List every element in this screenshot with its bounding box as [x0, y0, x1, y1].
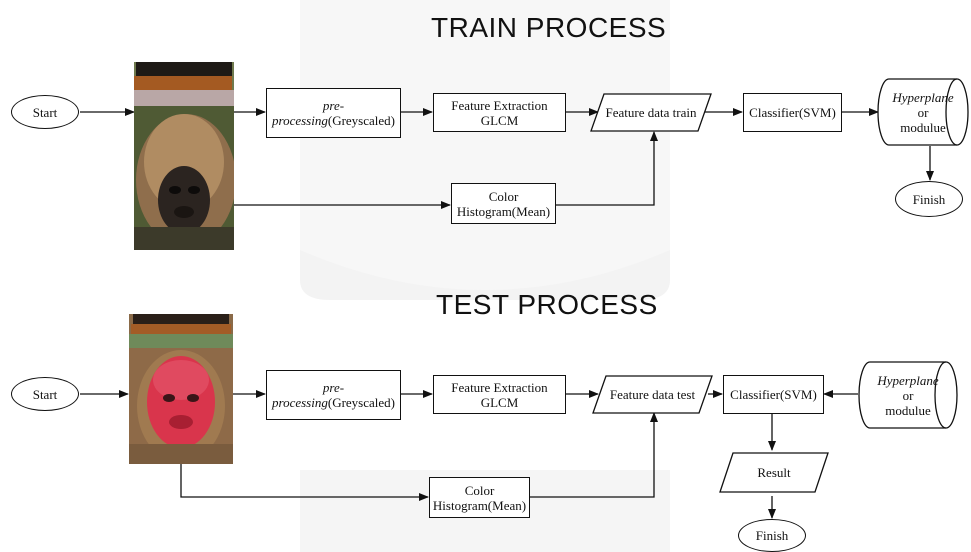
train-classifier-box: Classifier(SVM)	[743, 93, 842, 132]
test-storage-label-3: modulue	[885, 402, 931, 418]
monkey-photo-red	[129, 314, 233, 464]
test-preprocessing-box: pre- processing(Greyscaled)	[266, 370, 401, 420]
train-preprocessing-label-1: pre-	[322, 98, 345, 113]
test-result-parallelogram: Result	[719, 452, 829, 493]
test-color-histogram-box: Color Histogram(Mean)	[429, 477, 530, 518]
train-histogram-label-2: Histogram(Mean)	[456, 203, 551, 219]
test-finish-label: Finish	[755, 528, 789, 543]
test-glcm-label-1: Feature Extraction	[451, 379, 548, 395]
test-preprocessing-label-2: processing(Greyscaled)	[272, 395, 395, 410]
train-arrow-histogram-to-feature	[556, 131, 658, 206]
test-classifier-box: Classifier(SVM)	[723, 375, 824, 414]
train-finish-node: Finish	[895, 181, 963, 217]
test-storage-label-2: or	[902, 387, 914, 403]
train-feature-data-parallelogram: Feature data train	[590, 93, 712, 132]
train-finish-label: Finish	[912, 191, 946, 207]
test-storage-label-1: Hyperplane	[877, 372, 939, 388]
train-feature-data-label: Feature data train	[605, 105, 697, 120]
test-preprocessing-label-1: pre-	[322, 380, 345, 395]
test-feature-data-label: Feature data test	[609, 387, 696, 402]
train-process-title: TRAIN PROCESS	[431, 12, 667, 43]
train-color-histogram-box: Color Histogram(Mean)	[451, 183, 556, 224]
train-preprocessing-label-2: processing(Greyscaled)	[272, 113, 395, 128]
test-storage-cylinder: Hyperplane or modulue	[858, 361, 958, 429]
train-glcm-box: Feature Extraction GLCM	[433, 93, 566, 132]
train-glcm-label-1: Feature Extraction	[451, 97, 548, 113]
test-arrow-histogram-to-feature	[530, 412, 658, 498]
test-arrow-image-to-histogram	[180, 462, 429, 501]
train-start-node: Start	[11, 95, 79, 129]
train-start-label: Start	[32, 104, 58, 120]
test-start-label: Start	[32, 386, 58, 402]
test-feature-data-parallelogram: Feature data test	[592, 375, 713, 414]
test-classifier-label: Classifier(SVM)	[730, 387, 817, 402]
test-histogram-label-2: Histogram(Mean)	[432, 497, 527, 513]
train-storage-label-1: Hyperplane	[892, 89, 954, 105]
test-start-node: Start	[11, 377, 79, 411]
test-result-label: Result	[757, 465, 791, 480]
train-monkey-image-stack	[134, 62, 234, 250]
train-classifier-label: Classifier(SVM)	[749, 105, 836, 120]
test-process-title: TEST PROCESS	[436, 289, 658, 320]
train-storage-cylinder: Hyperplane or modulue	[877, 78, 969, 146]
train-histogram-label-1: Color	[488, 188, 519, 204]
test-histogram-label-1: Color	[464, 482, 495, 498]
train-storage-label-2: or	[917, 104, 929, 120]
test-glcm-box: Feature Extraction GLCM	[433, 375, 566, 414]
train-storage-label-3: modulue	[900, 119, 946, 135]
test-glcm-label-2: GLCM	[480, 394, 519, 410]
train-preprocessing-box: pre- processing(Greyscaled)	[266, 88, 401, 138]
monkey-photo-dark	[134, 62, 234, 250]
test-monkey-image-stack	[129, 314, 233, 464]
test-finish-node: Finish	[738, 519, 806, 552]
train-glcm-label-2: GLCM	[480, 112, 519, 128]
